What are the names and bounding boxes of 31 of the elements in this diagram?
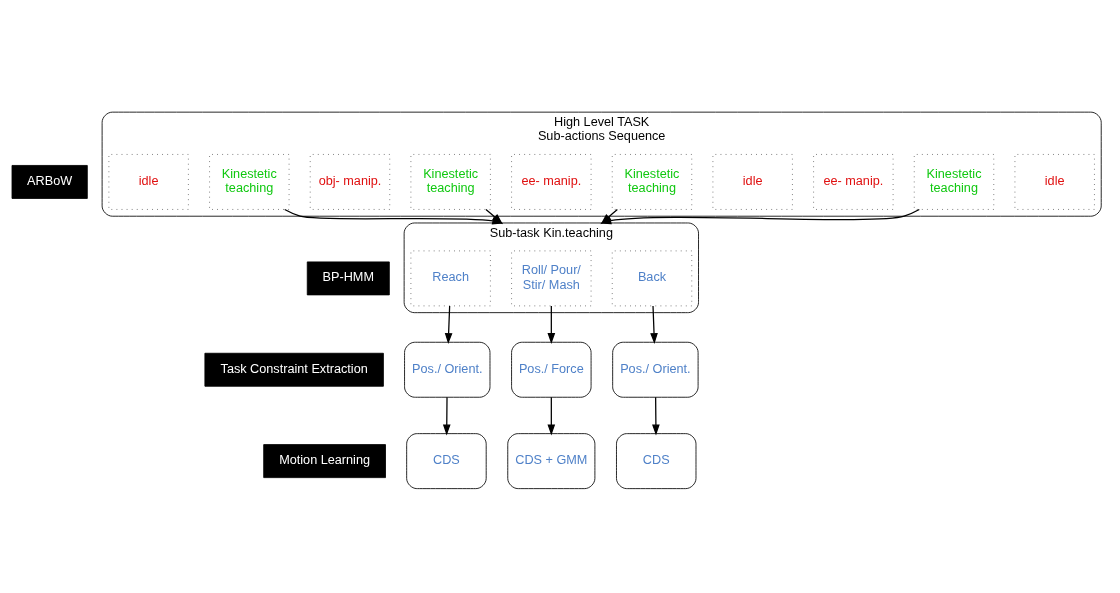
node-box: idle xyxy=(1014,153,1095,210)
arrow xyxy=(652,396,660,435)
node-box: obj- manip. xyxy=(309,153,391,210)
arrow xyxy=(547,304,556,344)
node-box: Pos./ Orient. xyxy=(612,341,699,398)
node-box: ee- manip. xyxy=(813,153,894,210)
node-box: Pos./ Orient. xyxy=(404,341,491,398)
arrow xyxy=(442,396,451,435)
node-box: Task Constraint Extraction xyxy=(204,352,384,387)
arrow xyxy=(600,208,618,224)
node-box: CDS + GMM xyxy=(507,432,596,489)
node-box: Back xyxy=(611,249,693,306)
node-box: CDS xyxy=(406,432,487,489)
node-box: CDS xyxy=(616,432,697,489)
node-box: Reach xyxy=(410,249,491,306)
node-box: ARBoW xyxy=(11,164,88,199)
arrow xyxy=(547,396,556,435)
node-box: Kinestetic teaching xyxy=(913,153,995,210)
arrow xyxy=(444,304,453,344)
node-box: Pos./ Force xyxy=(511,341,592,398)
node-box: Kinestetic teaching xyxy=(611,153,693,210)
node-box: Roll/ Pour/ Stir/ Mash xyxy=(511,249,592,306)
node-box: ee- manip. xyxy=(511,153,592,210)
arrow xyxy=(600,208,920,224)
node-box: BP-HMM xyxy=(306,260,390,295)
node-box: idle xyxy=(712,153,793,210)
node-box: idle xyxy=(108,153,189,210)
node-box: Kinestetic teaching xyxy=(209,153,290,210)
node-box: Motion Learning xyxy=(263,443,386,478)
node-box: Kinestetic teaching xyxy=(410,153,491,210)
arrow xyxy=(650,304,658,344)
